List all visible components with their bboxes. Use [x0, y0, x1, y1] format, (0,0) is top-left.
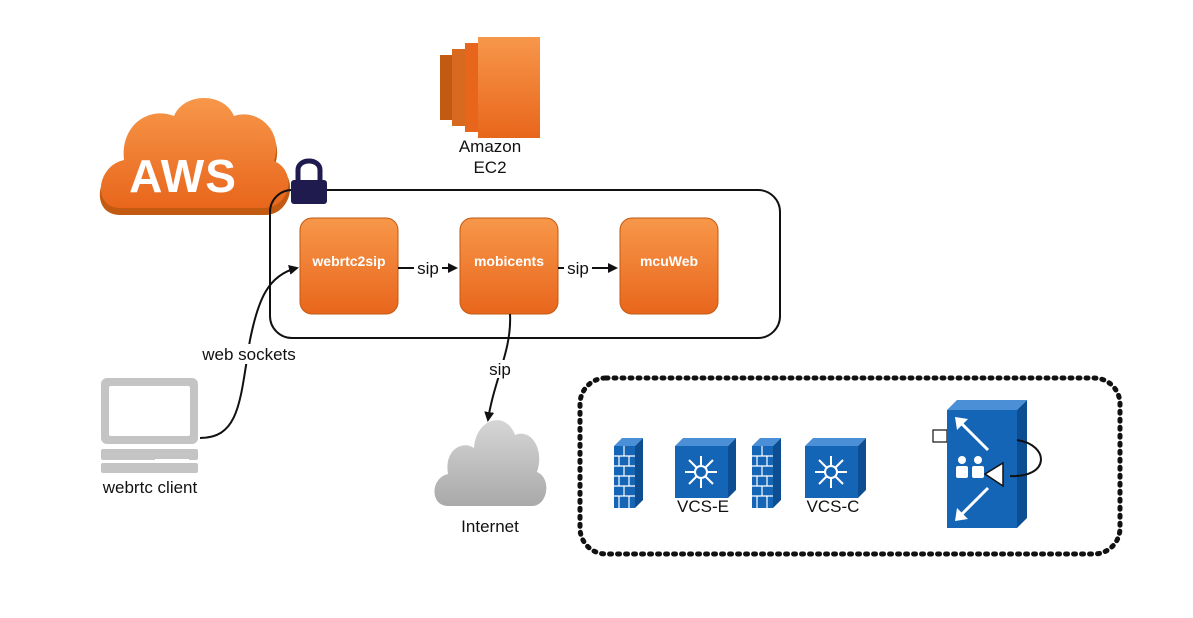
- node-webrtc2sip[interactable]: webrtc2sip: [299, 217, 399, 315]
- laptop-icon: [101, 378, 198, 473]
- aws-cloud-icon: AWS: [99, 98, 291, 215]
- firewall-icon: [752, 438, 781, 508]
- vpc-container: [269, 189, 781, 339]
- edge-web-sockets: [199, 265, 299, 439]
- ec2-label-line1: Amazon: [459, 137, 521, 156]
- edge-sip-1-label: sip: [417, 259, 439, 278]
- ec2-label-line2: EC2: [473, 158, 506, 177]
- mcu-switch-icon: [932, 400, 1042, 528]
- router-icon: [675, 438, 736, 498]
- client-label: webrtc client: [102, 478, 198, 497]
- router-icon: [805, 438, 866, 498]
- cloud-icon: [434, 420, 547, 506]
- node-mcuweb[interactable]: mcuWeb: [619, 217, 719, 315]
- internet-label: Internet: [461, 517, 519, 536]
- lock-icon: [291, 158, 327, 204]
- node-mcuweb-label: mcuWeb: [640, 253, 698, 269]
- firewall-icon: [614, 438, 643, 508]
- aws-logo-text: AWS: [129, 150, 237, 202]
- edge-sip-2-label: sip: [567, 259, 589, 278]
- node-mobicents-label: mobicents: [474, 253, 544, 269]
- edge-web-sockets-label: web sockets: [201, 345, 296, 364]
- edge-sip-3-label: sip: [489, 360, 511, 379]
- node-mobicents[interactable]: mobicents: [459, 217, 559, 315]
- vcs-c-label: VCS-C: [807, 497, 860, 516]
- ec2-icon: [440, 37, 540, 138]
- node-webrtc2sip-label: webrtc2sip: [311, 253, 385, 269]
- vcs-e-label: VCS-E: [677, 497, 729, 516]
- network-container: [577, 375, 1123, 557]
